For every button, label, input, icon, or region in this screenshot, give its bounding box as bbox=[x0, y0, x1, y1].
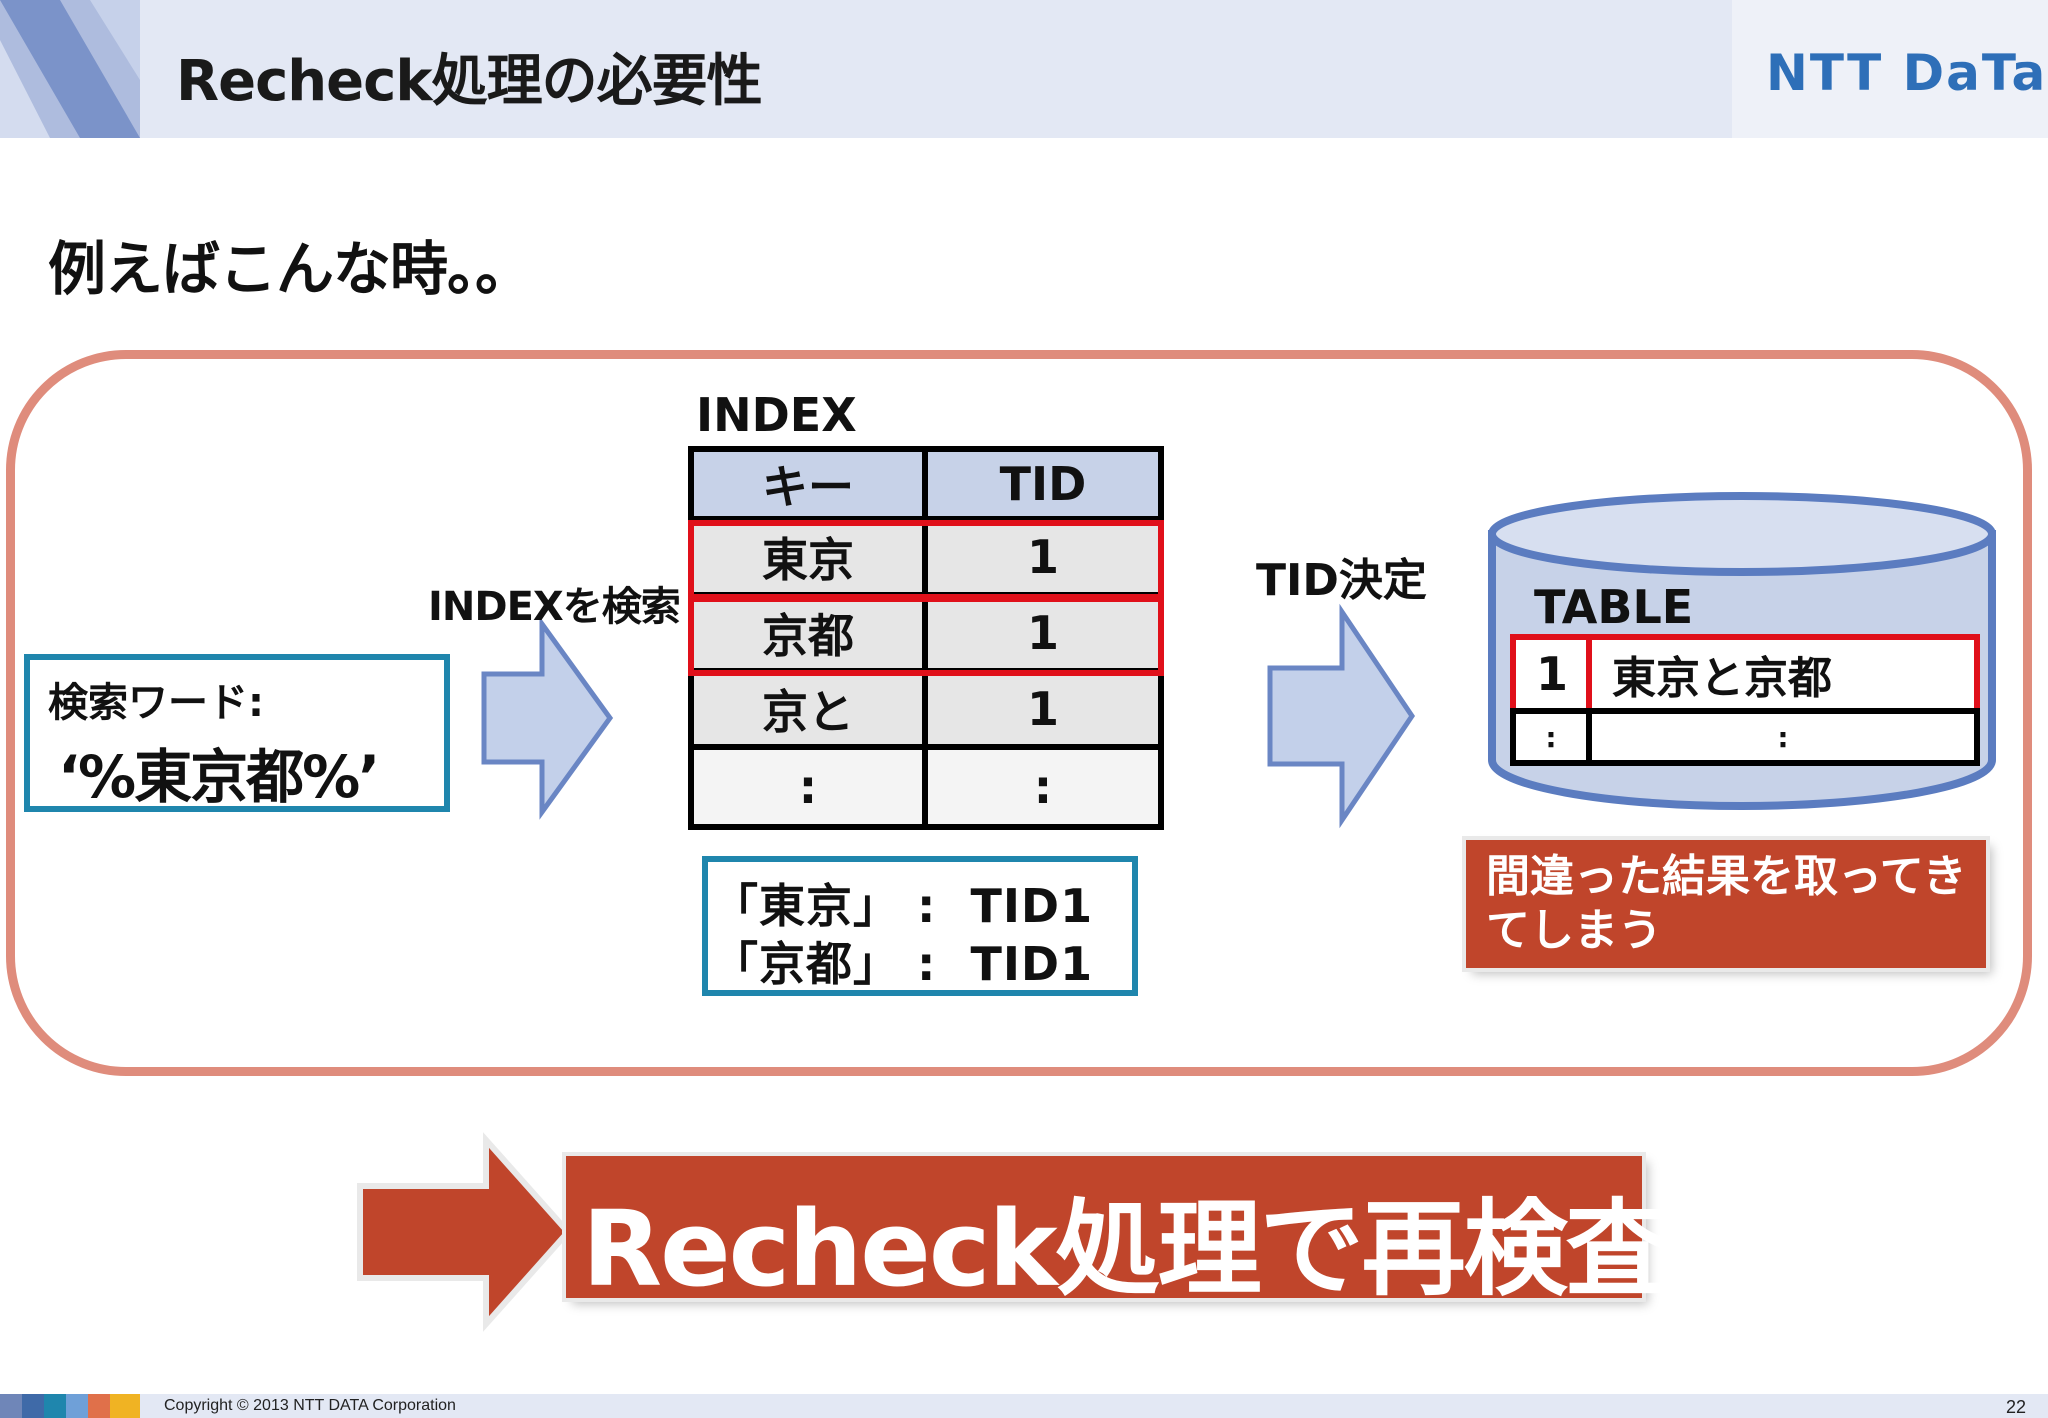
search-index-caption: INDEXを検索 bbox=[428, 584, 681, 630]
db-row-id: : bbox=[1510, 708, 1592, 766]
footer-color-strip bbox=[44, 1394, 66, 1418]
index-title: INDEX bbox=[696, 388, 857, 442]
db-row-value: : bbox=[1586, 708, 1980, 766]
index-header-tid: TID bbox=[922, 446, 1164, 522]
index-row-key: 東京 bbox=[688, 516, 928, 598]
recheck-banner bbox=[566, 1156, 1642, 1298]
footer-color-strip bbox=[66, 1394, 88, 1418]
big-right-arrow-icon bbox=[357, 1132, 573, 1332]
index-result-note bbox=[702, 856, 1138, 996]
index-table: キー TID 東京 1 京都 1 京と 1 : : bbox=[688, 446, 1164, 830]
index-header-key: キー bbox=[688, 446, 928, 522]
match-highlight bbox=[688, 520, 1164, 600]
right-arrow-icon bbox=[1267, 603, 1416, 829]
tid-decided-caption: TID決定 bbox=[1256, 555, 1427, 606]
wrong-result-text: 間違った結果を取ってきてしまう bbox=[1486, 851, 1967, 956]
copyright-text: Copyright © 2013 NTT DATA Corporation bbox=[164, 1397, 456, 1414]
index-row-tid: : bbox=[922, 744, 1164, 830]
db-table: 1 東京と京都 : : bbox=[1510, 634, 1980, 766]
wrong-result-callout bbox=[1466, 840, 1986, 968]
footer-color-strip bbox=[22, 1394, 44, 1418]
page-number: 22 bbox=[2006, 1397, 2027, 1417]
search-word-box bbox=[24, 654, 450, 812]
db-row-value: 東京と京都 bbox=[1586, 634, 1980, 714]
search-word-value: ‘%東京都%’ bbox=[58, 743, 380, 811]
search-word-label: 検索ワード: bbox=[48, 680, 264, 726]
footer-color-strip bbox=[88, 1394, 110, 1418]
ntt-data-logo: NTT DaTa bbox=[1766, 44, 2048, 102]
header-band bbox=[0, 0, 2048, 138]
index-row-key: 京と bbox=[688, 668, 928, 750]
footer-color-strip bbox=[0, 1394, 22, 1418]
slide-title: Recheck処理の必要性 bbox=[176, 49, 763, 114]
match-highlight bbox=[688, 596, 1164, 676]
recheck-banner-text: Recheck処理で再検査！ bbox=[582, 1188, 1772, 1310]
result-line-2: 「京都」 : TID1 bbox=[712, 937, 1094, 991]
table-title: TABLE bbox=[1534, 580, 1694, 634]
db-row-id: 1 bbox=[1510, 634, 1592, 714]
index-row-tid: 1 bbox=[922, 668, 1164, 750]
footer-color-strip bbox=[110, 1394, 140, 1418]
lead-text: 例えばこんな時。。 bbox=[48, 235, 533, 303]
result-line-1: 「東京」 : TID1 bbox=[712, 879, 1094, 933]
corner-decoration bbox=[0, 0, 140, 138]
header-logo-area bbox=[1732, 0, 2048, 138]
footer-band bbox=[0, 1394, 2048, 1418]
right-arrow-icon bbox=[481, 616, 614, 820]
index-row-key: : bbox=[688, 744, 928, 830]
